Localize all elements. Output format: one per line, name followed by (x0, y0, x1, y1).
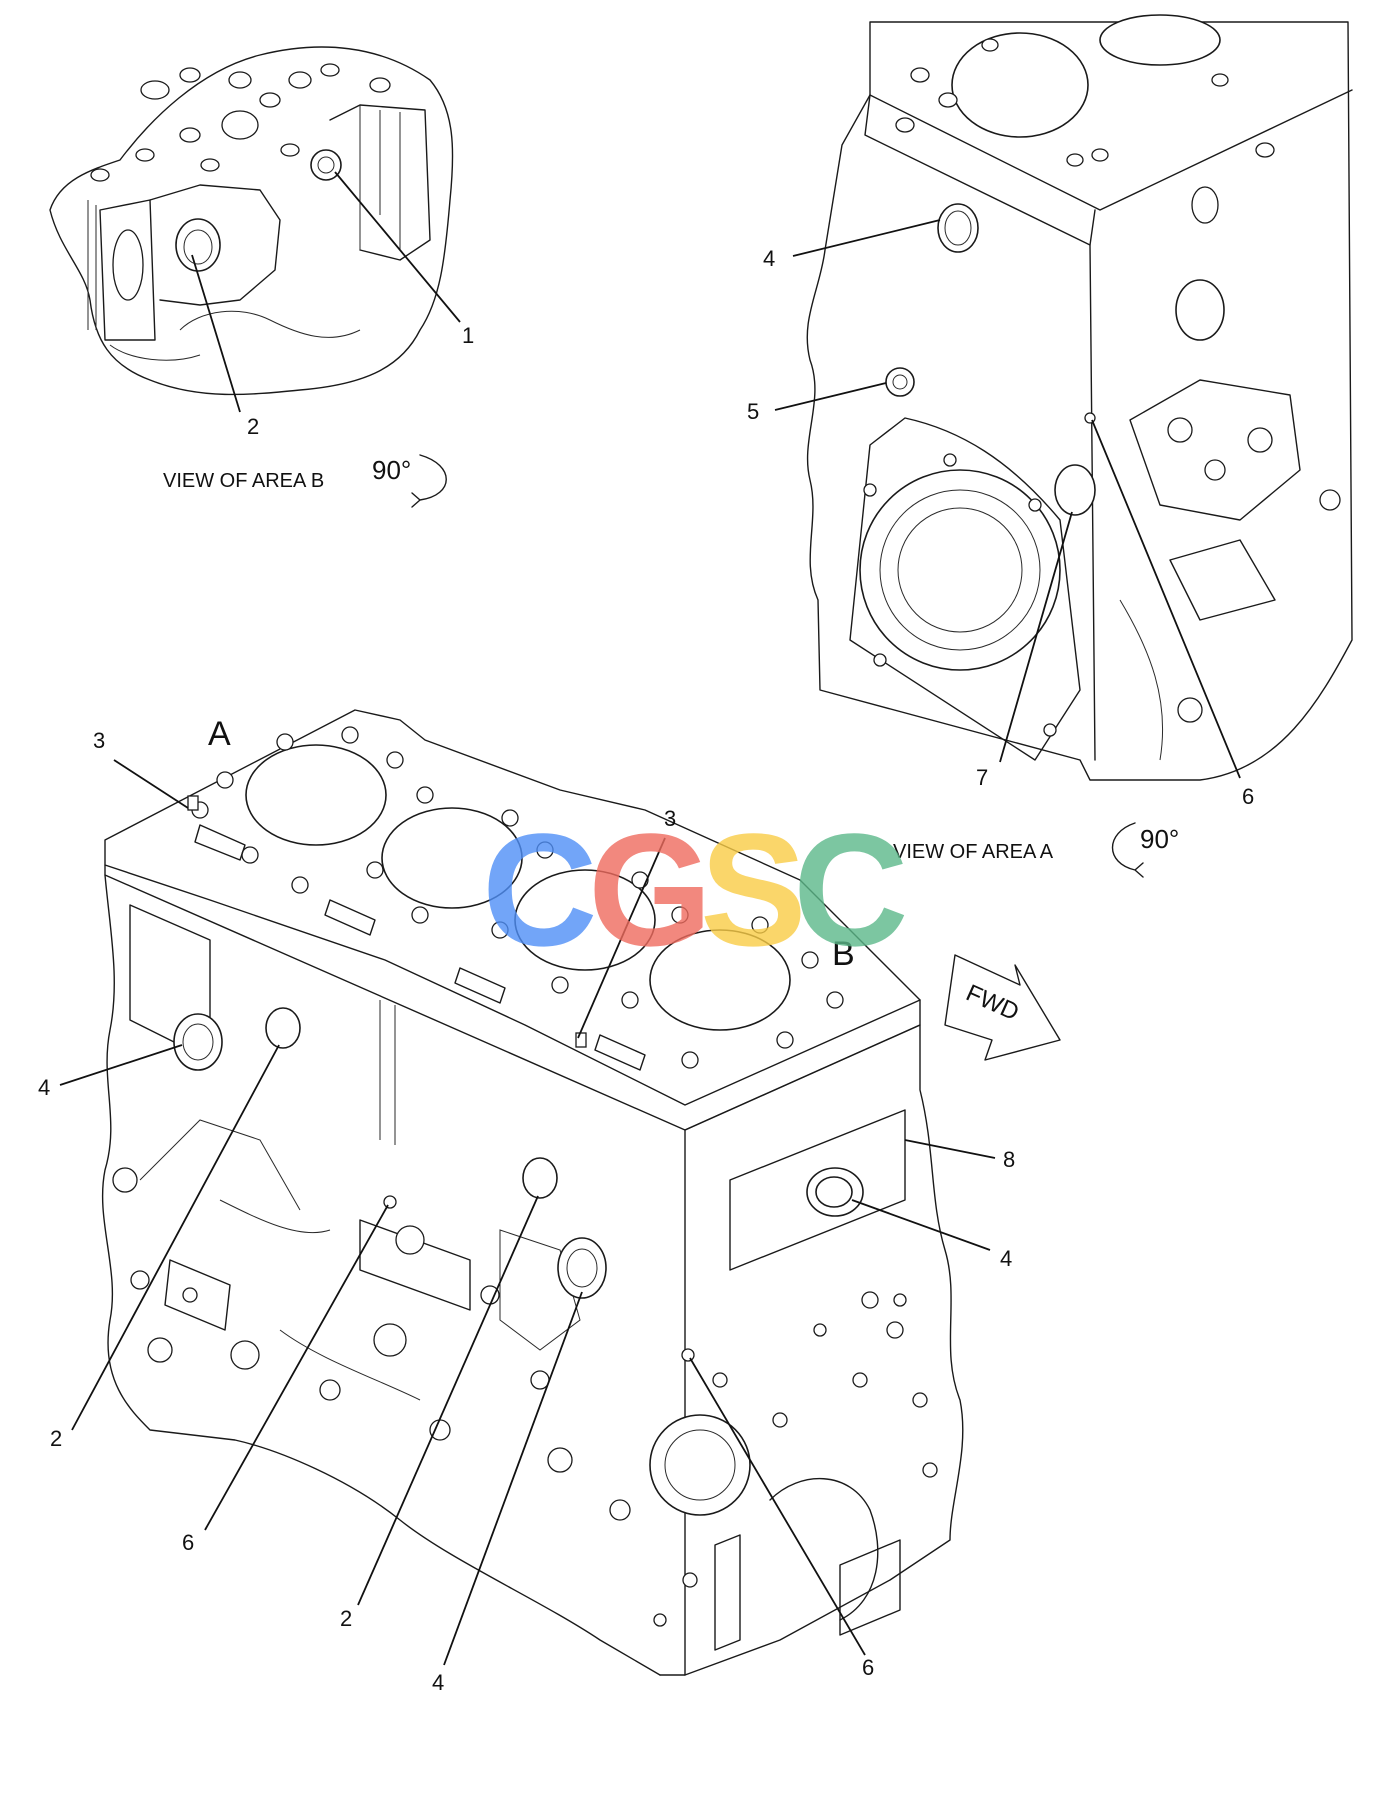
callout-7: 7 (976, 765, 988, 790)
rotation-b-label: 90° (372, 455, 411, 485)
area-a-label: A (208, 715, 231, 753)
callout-4-left: 4 (38, 1075, 50, 1100)
watermark-logo: C G S C (482, 800, 909, 979)
watermark-letter: C (482, 800, 598, 979)
callout-2-left: 2 (50, 1426, 62, 1451)
callout-4-right: 4 (1000, 1246, 1012, 1271)
callout-3-middle: 3 (664, 806, 676, 831)
detail-view-a: 4 5 7 6 VIEW OF AREA A 90° (747, 14, 1353, 878)
rotate-arrow-icon (411, 454, 447, 508)
fwd-arrow-icon: FWD (944, 954, 1061, 1061)
detail-view-b: 1 2 VIEW OF AREA B 90° (49, 46, 474, 508)
area-b-label: B (832, 935, 855, 973)
callout-2-middle: 2 (340, 1606, 352, 1631)
callout-1: 1 (462, 323, 474, 348)
view-b-caption: VIEW OF AREA B (163, 470, 324, 492)
callout-6-right: 6 (862, 1655, 874, 1680)
watermark-letter: S (700, 800, 807, 979)
callout-6-left: 6 (182, 1530, 194, 1555)
view-a-caption: VIEW OF AREA A (893, 841, 1054, 863)
callout-4-middle: 4 (432, 1670, 444, 1695)
callout-3-left: 3 (93, 728, 105, 753)
callout-5: 5 (747, 399, 759, 424)
rotation-a-label: 90° (1140, 824, 1179, 854)
watermark-letter: G (588, 800, 712, 979)
callout-6-area-a: 6 (1242, 784, 1254, 809)
watermark-letter: C (793, 800, 909, 979)
callout-8: 8 (1003, 1147, 1015, 1172)
engine-block-main: A B FWD 3 3 4 2 6 2 4 6 8 4 (38, 709, 1061, 1695)
rotate-arrow-icon (1111, 822, 1144, 878)
callout-4-area-a: 4 (763, 246, 775, 271)
fwd-label: FWD (962, 979, 1023, 1026)
callout-2: 2 (247, 414, 259, 439)
